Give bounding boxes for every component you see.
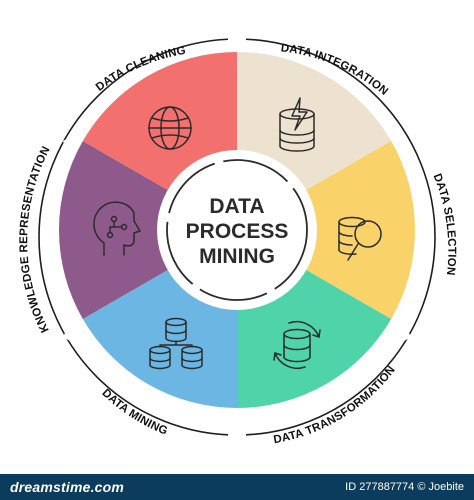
footer-meta: ID 277887774 © Joebite bbox=[345, 481, 464, 493]
center-disk bbox=[157, 150, 317, 310]
author-name: Joebite bbox=[428, 481, 464, 493]
head-circuit-icon bbox=[93, 201, 141, 256]
segment-knowledge-representation bbox=[59, 141, 237, 319]
database-cycle-icon bbox=[273, 321, 321, 369]
database-network-icon bbox=[149, 317, 203, 370]
center-title-line-3: MINING bbox=[199, 245, 275, 268]
database-lightning-icon bbox=[279, 97, 315, 152]
segment-data-selection bbox=[237, 141, 415, 319]
center-title-line-1: DATA bbox=[209, 195, 264, 218]
footer-bar: dreamstime.com ID 277887774 © Joebite bbox=[0, 474, 474, 500]
ring-gaps bbox=[62, 34, 412, 440]
center-title-line-2: PROCESS bbox=[186, 220, 289, 243]
database-magnifier-icon bbox=[338, 216, 382, 261]
globe-icon bbox=[148, 106, 192, 150]
footer-logo: dreamstime.com bbox=[10, 479, 125, 495]
label-knowledge-representation: KNOWLEDGE REPRESENTATION bbox=[18, 145, 52, 335]
label-data-mining: DATA MINING bbox=[99, 387, 169, 438]
center-ring bbox=[166, 159, 308, 301]
image-id: ID 277887774 bbox=[345, 481, 415, 493]
